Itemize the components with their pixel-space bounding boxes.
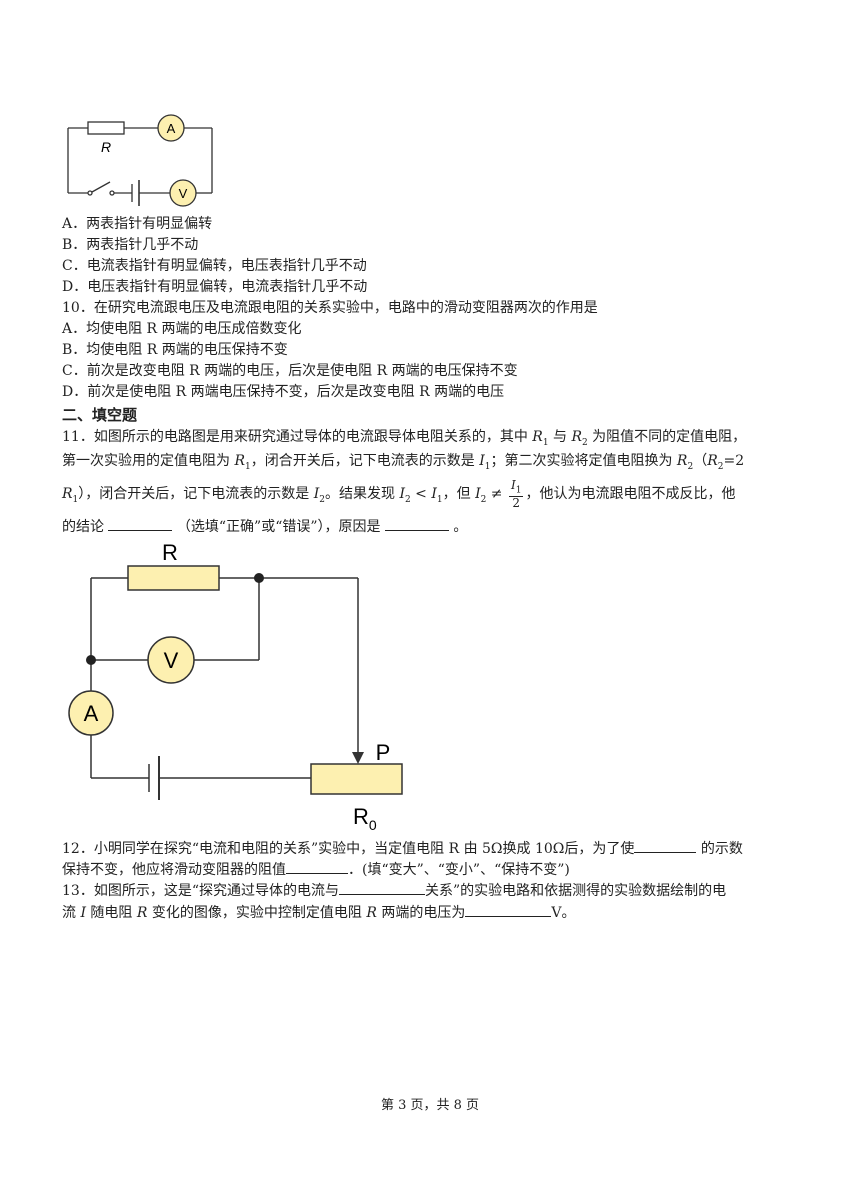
q9-option-d: D．电压表指针有明显偏转，电流表指针几乎不动 — [62, 279, 368, 295]
q11-blank-reason[interactable] — [384, 516, 449, 531]
q12-blank-meter[interactable] — [634, 838, 697, 853]
section-title-fill-blank: 二、填空题 — [62, 406, 138, 424]
q12-line-1: 12．小明同学在探究“电流和电阻的关系”实验中，当定值电阻 R 由 5Ω换成 1… — [62, 838, 743, 859]
q9-option-b: B．两表指针几乎不动 — [62, 237, 199, 253]
q10-option-c: C．前次是改变电阻 R 两端的电压，后次是使电阻 R 两端的电压保持不变 — [62, 363, 518, 379]
q12-line-2: 保持不变，他应将滑动变阻器的阻值．(填“变大”、“变小”、“保持不变”) — [62, 859, 570, 880]
q13-line-1: 13．如图所示，这是“探究通过导体的电流与关系”的实验电路和依据测得的实验数据绘… — [62, 880, 726, 901]
fig2-a-label: A — [84, 701, 99, 726]
fig2-p-label: P — [376, 740, 391, 765]
q10-option-b: B．均使电阻 R 两端的电压保持不变 — [62, 342, 288, 358]
q9-option-a: A．两表指针有明显偏转 — [62, 216, 213, 232]
q11-line-3: R1），闭合开关后，记下电流表的示数是 I2。结果发现 I2 < I1，但 I2… — [62, 477, 736, 511]
page-footer: 第 3 页，共 8 页 — [380, 1098, 480, 1113]
fig1-r-label: R — [101, 139, 111, 155]
q9-option-c: C．电流表指针有明显偏转，电压表指针几乎不动 — [62, 258, 367, 274]
q12-blank-resistance[interactable] — [286, 859, 348, 874]
fig2-r0-label: R0 — [353, 804, 377, 833]
q13-blank-relation[interactable] — [338, 880, 425, 895]
q10-option-a: A．均使电阻 R 两端的电压成倍数变化 — [62, 321, 302, 337]
q11-line-1: 11．如图所示的电路图是用来研究通过导体的电流跟导体电阻关系的，其中 R1 与 … — [62, 429, 747, 448]
q11-line-4: 的结论 （选填“正确”或“错误”），原因是 。 — [62, 516, 467, 537]
circuit-figure-1: A V R — [67, 114, 213, 207]
q11-blank-conclusion[interactable] — [108, 516, 173, 531]
circuit-figure-2: R V A P R0 — [68, 540, 403, 833]
fig2-r-label: R — [162, 540, 178, 565]
q10-stem: 10．在研究电流跟电压及电流跟电阻的关系实验中，电路中的滑动变阻器两次的作用是 — [62, 300, 598, 316]
q11-line-2: 第一次实验用的定值电阻为 R1，闭合开关后，记下电流表的示数是 I1；第二次实验… — [62, 453, 745, 472]
fig1-v-label: V — [179, 186, 188, 201]
q13-blank-voltage[interactable] — [465, 902, 552, 917]
fig2-v-label: V — [164, 648, 179, 673]
fig1-a-label: A — [167, 121, 176, 136]
q10-option-d: D．前次是使电阻 R 两端电压保持不变，后次是改变电阻 R 两端的电压 — [62, 384, 505, 400]
